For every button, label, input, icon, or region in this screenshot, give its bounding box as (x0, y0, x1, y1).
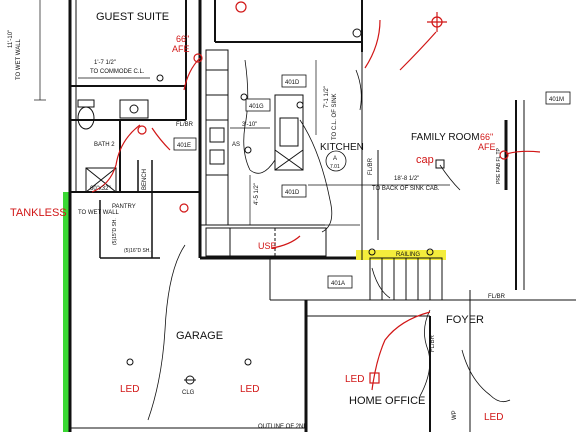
tag-401g: 401G (249, 104, 264, 110)
label-as: AS (232, 142, 240, 148)
afe-right-label: AFE (478, 142, 496, 152)
led-note-1: LED (120, 384, 139, 395)
wiring-red (91, 19, 541, 391)
tag-a: A (333, 156, 337, 162)
room-guest-suite: GUEST SUITE (96, 11, 169, 23)
tag-401a: 401A (331, 281, 345, 287)
walls (68, 0, 576, 432)
room-home-office: HOME OFFICE (349, 395, 425, 407)
cap-note: cap (416, 154, 434, 166)
small-labels: PANTRY BATH 2 BENCH RAILING TO WET WALL … (8, 30, 506, 430)
tag-401d-bot: 401D (285, 190, 300, 196)
black-fixtures (126, 28, 445, 385)
dim-11-10: 11'-10" (8, 30, 14, 48)
tag-labels: 401M 401D 401G 401E 401D 401A A 7.01 (177, 80, 564, 287)
led-note-4: LED (484, 412, 503, 423)
label-shelf-16: (5)16"D SH. (124, 248, 151, 254)
label-wp: WP (452, 410, 458, 420)
label-flbr-4: FL/BR (430, 334, 436, 352)
tankless-note: TANKLESS (10, 207, 67, 219)
label-clg: CLG (182, 390, 195, 396)
tag-boxes (173, 74, 571, 289)
label-to-wet-wall-top: TO WET WALL (16, 38, 22, 80)
tankless-highlight-line (63, 192, 69, 432)
tag-401e: 401E (177, 143, 191, 149)
label-pantry: PANTRY (112, 204, 136, 210)
label-bench: BENCH (142, 169, 148, 190)
dim-4-5: 4'-5 1/2" (254, 183, 260, 205)
wiring-black (147, 59, 511, 421)
dim-3-10: 3'-10" (242, 122, 257, 128)
railing-highlight (356, 250, 446, 260)
afe-right-height: 66" (480, 132, 493, 142)
label-to-cl-sink: TO C.L. OF SINK (332, 93, 338, 140)
label-flbr-1: FL/BR (176, 122, 194, 128)
label-pre-fab: PRE FAB FL TP (496, 147, 502, 184)
label-to-back-sink: TO BACK OF SINK CAB. (372, 186, 440, 192)
label-outline-2nd: OUTLINE OF 2ND (258, 424, 308, 430)
label-railing: RAILING (396, 252, 420, 258)
tag-701: 7.01 (330, 164, 340, 170)
red-annotations: 66" AFE 66" AFE cap TANKLESS USE LED LED… (10, 34, 503, 423)
label-to-wet-wall-mid: TO WET WALL (78, 210, 120, 216)
room-kitchen: KITCHEN (320, 142, 364, 153)
tag-401m: 401M (549, 97, 564, 103)
room-garage: GARAGE (176, 330, 223, 342)
led-note-3: LED (345, 374, 364, 385)
stair (369, 257, 443, 301)
kitchen-cabinets (205, 49, 327, 257)
afe-left-height: 66" (176, 34, 189, 44)
label-shower-size: 60"x32" (90, 186, 111, 192)
label-flbr-2: FL/BR (368, 157, 374, 175)
label-flbr-3: FL/BR (488, 294, 506, 300)
afe-left-label: AFE (172, 44, 190, 54)
use-note: USE (258, 241, 277, 251)
bath-fixtures (77, 99, 149, 193)
led-note-2: LED (240, 384, 259, 395)
label-bath: BATH 2 (94, 142, 115, 148)
dim-18-8: 18'-8 1/2" (394, 176, 419, 182)
room-family-room: FAMILY ROOM (411, 132, 480, 143)
room-foyer: FOYER (446, 314, 484, 326)
dim-1-7: 1'-7 1/2" (94, 60, 116, 66)
room-labels: GUEST SUITE KITCHEN FAMILY ROOM GARAGE F… (96, 11, 484, 407)
red-fixtures (137, 1, 509, 384)
dimension-lines (34, 0, 450, 226)
label-shelf-15: (5)15"D SH. (112, 218, 118, 245)
tag-401d-top: 401D (285, 80, 300, 86)
dim-7-1: 7'-1 1/2" (324, 86, 330, 108)
label-to-commode: TO COMMODE C.L. (90, 69, 145, 75)
